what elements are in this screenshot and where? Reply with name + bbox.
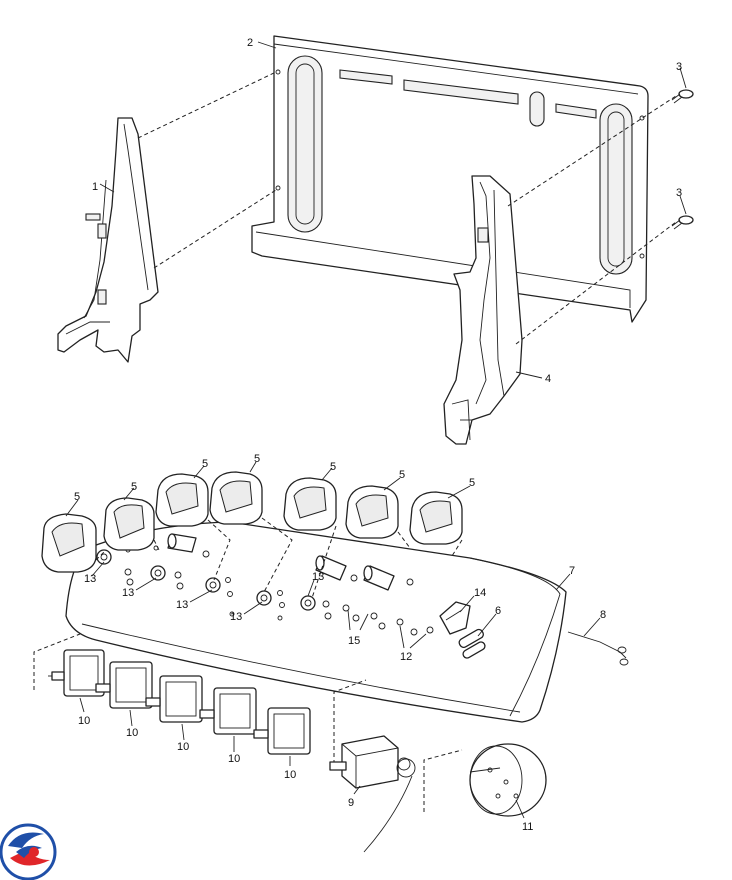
- knob-assembly-lines: [95, 517, 463, 599]
- neon-lens-part-6: [458, 628, 486, 659]
- callout-10-1: 10: [78, 715, 90, 727]
- thermostat-part-9: [329, 735, 416, 853]
- nut-part-13-5: [300, 595, 316, 611]
- brand-swirl-logo: [0, 823, 57, 880]
- energy-regulator-part-10-4: [199, 687, 257, 735]
- screw-part-12: [396, 618, 434, 636]
- knob-part-5-5: [283, 477, 337, 531]
- callout-5-5: 5: [330, 461, 336, 473]
- right-side-bracket-part-4: [443, 175, 523, 445]
- panel-fittings: [96, 533, 486, 659]
- knob-part-5-2: [103, 497, 155, 551]
- knob-part-5-3: [155, 473, 209, 527]
- knob-part-5-7: [409, 491, 463, 545]
- knob-part-5-6: [345, 485, 399, 539]
- callout-5-1: 5: [74, 491, 80, 503]
- callout-14: 14: [474, 587, 486, 599]
- callout-5-4: 5: [254, 453, 260, 465]
- callout-3-top: 3: [676, 61, 682, 73]
- callout-11: 11: [522, 821, 533, 833]
- nut-part-13-2: [150, 565, 166, 581]
- callout-13-3: 13: [176, 599, 188, 611]
- callout-8: 8: [600, 609, 606, 621]
- callout-1: 1: [92, 181, 98, 193]
- simmerstat-part-11: [469, 743, 547, 817]
- upper-assembly-lines: [137, 71, 677, 345]
- callout-5-7: 5: [469, 477, 475, 489]
- callout-12: 12: [400, 651, 412, 663]
- energy-regulator-part-10-2: [95, 661, 153, 709]
- energy-regulator-part-10-1: [48, 649, 105, 697]
- knob-part-5-4: [209, 471, 263, 525]
- screw-part-3-top: [671, 89, 694, 104]
- energy-regulator-part-10-3: [145, 675, 203, 723]
- back-panel-part-2: [251, 35, 649, 323]
- callout-leaders: [65, 41, 687, 819]
- callout-5-6: 5: [399, 469, 405, 481]
- callout-13-2: 13: [122, 587, 134, 599]
- callout-2: 2: [247, 37, 253, 49]
- shaft-tube-1: [167, 533, 197, 553]
- callout-6: 6: [495, 605, 501, 617]
- nut-part-13-1: [96, 549, 112, 565]
- screw-part-3-bottom: [671, 215, 694, 230]
- lower-assembly-lines: [33, 633, 463, 812]
- callout-10-2: 10: [126, 727, 138, 739]
- callout-9: 9: [348, 797, 354, 809]
- callout-10-3: 10: [177, 741, 189, 753]
- callout-labels: 2 1 3 3 4 5 5 5 5 5 5 5 7 8 14 6 13 13 1…: [74, 37, 682, 833]
- nut-part-13-4: [256, 590, 272, 606]
- callout-5-3: 5: [202, 458, 208, 470]
- callout-15: 15: [348, 635, 360, 647]
- energy-regulator-part-10-5: [253, 707, 311, 755]
- screw-part-15: [342, 604, 386, 630]
- shaft-tube-3: [363, 565, 395, 591]
- callout-4: 4: [545, 373, 551, 385]
- callout-10-4: 10: [228, 753, 240, 765]
- callout-10-5: 10: [284, 769, 296, 781]
- control-panel-fascia-part-7: [65, 521, 567, 723]
- left-side-bracket-part-1: [57, 117, 159, 363]
- callout-3-bottom: 3: [676, 187, 682, 199]
- callout-13-1: 13: [84, 573, 96, 585]
- callout-13-5: 13: [312, 571, 324, 583]
- indicator-holder-part-14: [439, 601, 471, 635]
- callout-13-4: 13: [230, 611, 242, 623]
- callout-5-2: 5: [131, 481, 137, 493]
- knob-part-5-1: [41, 513, 97, 573]
- nut-part-13-3: [205, 577, 221, 593]
- callout-7: 7: [569, 565, 575, 577]
- terminal-lead-part-8: [567, 631, 629, 666]
